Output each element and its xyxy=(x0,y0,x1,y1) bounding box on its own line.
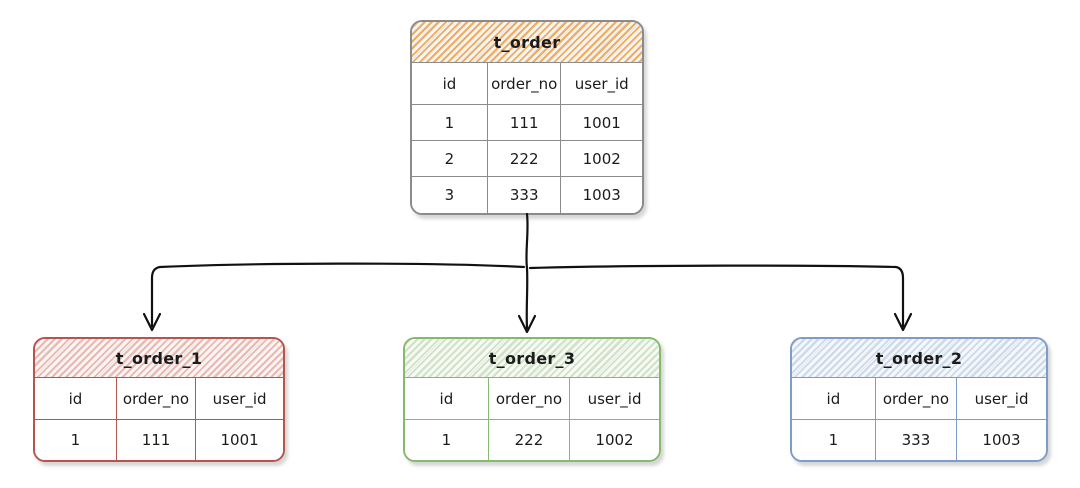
arrow-stem xyxy=(525,212,529,270)
table-cell: 1001 xyxy=(561,105,642,141)
table-cell: 1003 xyxy=(561,177,642,213)
table-header-row: id order_no user_id xyxy=(405,378,659,420)
table-row: 2 222 1002 xyxy=(412,141,642,177)
table-header-row: id order_no user_id xyxy=(412,63,642,105)
arrow-center-head xyxy=(517,314,537,334)
column-header-user-id: user_id xyxy=(570,378,659,420)
table-cell: 1 xyxy=(792,420,876,460)
table-t-order-3: t_order_3 id order_no user_id 1 222 1002 xyxy=(403,337,661,462)
table-cell: 1003 xyxy=(957,420,1046,460)
table-cell: 2 xyxy=(412,141,488,177)
column-header-order-no: order_no xyxy=(116,378,197,420)
column-header-id: id xyxy=(405,378,489,420)
table-title-t-order-3: t_order_3 xyxy=(405,339,659,378)
table-cell: 1002 xyxy=(561,141,642,177)
column-header-order-no: order_no xyxy=(875,378,958,420)
table-cell: 1 xyxy=(35,420,117,460)
table-title-t-order-1: t_order_1 xyxy=(35,339,283,378)
table-title-t-order-2: t_order_2 xyxy=(792,339,1046,378)
table-row: 1 111 1001 xyxy=(35,420,283,460)
table-row: 3 333 1003 xyxy=(412,177,642,213)
table-cell: 222 xyxy=(487,141,562,177)
table-t-order: t_order id order_no user_id 1 111 1001 2… xyxy=(410,20,644,215)
table-row: 1 333 1003 xyxy=(792,420,1046,460)
column-header-id: id xyxy=(35,378,117,420)
table-row: 1 222 1002 xyxy=(405,420,659,460)
table-row: 1 111 1001 xyxy=(412,105,642,141)
column-header-id: id xyxy=(792,378,876,420)
table-cell: 1 xyxy=(405,420,489,460)
column-header-user-id: user_id xyxy=(561,63,642,105)
column-header-order-no: order_no xyxy=(487,63,562,105)
table-header-row: id order_no user_id xyxy=(35,378,283,420)
table-cell: 333 xyxy=(875,420,958,460)
arrow-left-head xyxy=(142,312,162,332)
table-cell: 3 xyxy=(412,177,488,213)
arrow-right-head xyxy=(893,312,913,332)
table-cell: 1001 xyxy=(196,420,283,460)
column-header-id: id xyxy=(412,63,488,105)
table-title-t-order: t_order xyxy=(412,22,642,63)
column-header-user-id: user_id xyxy=(957,378,1046,420)
table-t-order-1: t_order_1 id order_no user_id 1 111 1001 xyxy=(33,337,285,462)
arrow-right xyxy=(528,264,905,328)
table-t-order-2: t_order_2 id order_no user_id 1 333 1003 xyxy=(790,337,1048,462)
column-header-user-id: user_id xyxy=(196,378,283,420)
arrow-left xyxy=(150,262,526,328)
column-header-order-no: order_no xyxy=(488,378,571,420)
table-cell: 111 xyxy=(487,105,562,141)
table-cell: 1 xyxy=(412,105,488,141)
arrow-center xyxy=(525,266,529,330)
table-cell: 333 xyxy=(487,177,562,213)
table-cell: 1002 xyxy=(570,420,659,460)
table-header-row: id order_no user_id xyxy=(792,378,1046,420)
table-cell: 222 xyxy=(488,420,571,460)
table-cell: 111 xyxy=(116,420,197,460)
